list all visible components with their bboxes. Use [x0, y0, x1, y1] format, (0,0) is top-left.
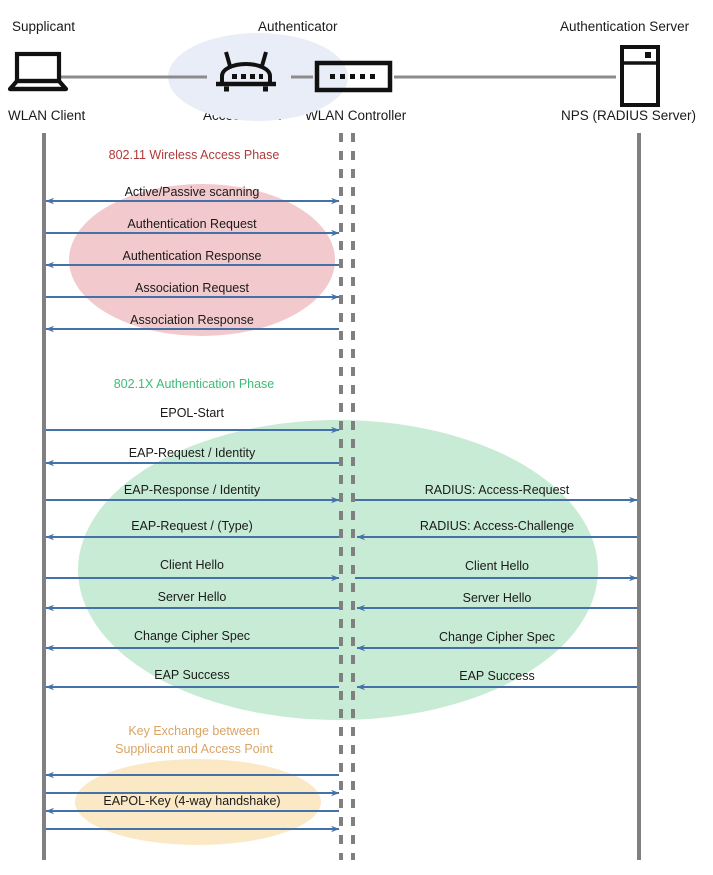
- msg-label-authentication-response: Authentication Response: [122, 249, 262, 263]
- msg-label-eap-success-left: EAP Success: [154, 668, 230, 682]
- arrows-phase-802-1x: [45, 426, 638, 691]
- device-label-wlan-controller: WLAN Controller: [305, 108, 407, 123]
- msg-label-eap-response-identity: EAP-Response / Identity: [123, 483, 261, 497]
- authenticator-blob: [168, 33, 348, 121]
- phase-ellipse-key-exchange: [75, 759, 321, 845]
- phase-ellipse-802-1x: [78, 420, 598, 720]
- phase-title-key-exchange-line1: Key Exchange between: [128, 724, 260, 738]
- arrows-phase-key-exchange: [45, 771, 340, 833]
- msg-label-eap-success-right: EAP Success: [459, 669, 535, 683]
- lifelines: [42, 133, 641, 860]
- phase-title-802-1x: 802.1X Authentication Phase: [113, 377, 275, 391]
- device-label-wlan-client: WLAN Client: [8, 108, 86, 123]
- controller-box-icon: [314, 60, 393, 93]
- role-title-supplicant: Supplicant: [12, 19, 76, 34]
- wireless-router-icon: [216, 51, 276, 92]
- phase-title-key-exchange: Key Exchange between Supplicant and Acce…: [44, 722, 344, 758]
- msg-label-eap-request-type: EAP-Request / (Type): [131, 519, 253, 533]
- role-title-authenticator: Authenticator: [258, 19, 338, 34]
- server-rack-icon: [620, 45, 660, 107]
- msg-label-server-hello-left: Server Hello: [157, 590, 227, 604]
- msg-label-radius-access-challenge: RADIUS: Access-Challenge: [419, 519, 575, 533]
- arrows-phase-802-11: [45, 197, 340, 333]
- msg-label-client-hello-left: Client Hello: [160, 558, 224, 572]
- msg-label-radius-access-request: RADIUS: Access-Request: [424, 483, 570, 497]
- phase-ellipse-802-11: [69, 184, 335, 336]
- msg-label-change-cipher-spec-left: Change Cipher Spec: [133, 629, 251, 643]
- device-label-nps-radius-server: NPS (RADIUS Server): [561, 108, 697, 123]
- phase-title-802-11: 802.11 Wireless Access Phase: [108, 148, 280, 162]
- phase-title-key-exchange-line2: Supplicant and Access Point: [115, 742, 273, 756]
- msg-label-authentication-request: Authentication Request: [127, 217, 257, 231]
- msg-label-association-response: Association Response: [130, 313, 254, 327]
- msg-label-eapol-key-handshake: EAPOL-Key (4-way handshake): [103, 794, 281, 808]
- msg-label-client-hello-right: Client Hello: [465, 559, 529, 573]
- msg-label-change-cipher-spec-right: Change Cipher Spec: [438, 630, 556, 644]
- laptop-icon: [7, 51, 69, 92]
- msg-label-eap-request-identity: EAP-Request / Identity: [128, 446, 256, 460]
- role-title-authentication-server: Authentication Server: [560, 19, 690, 34]
- msg-label-server-hello-right: Server Hello: [462, 591, 532, 605]
- msg-label-association-request: Association Request: [135, 281, 249, 295]
- msg-label-active-passive-scanning: Active/Passive scanning: [124, 185, 260, 199]
- msg-label-eapol-start: EPOL-Start: [160, 406, 224, 420]
- phase-ellipses: [69, 184, 598, 845]
